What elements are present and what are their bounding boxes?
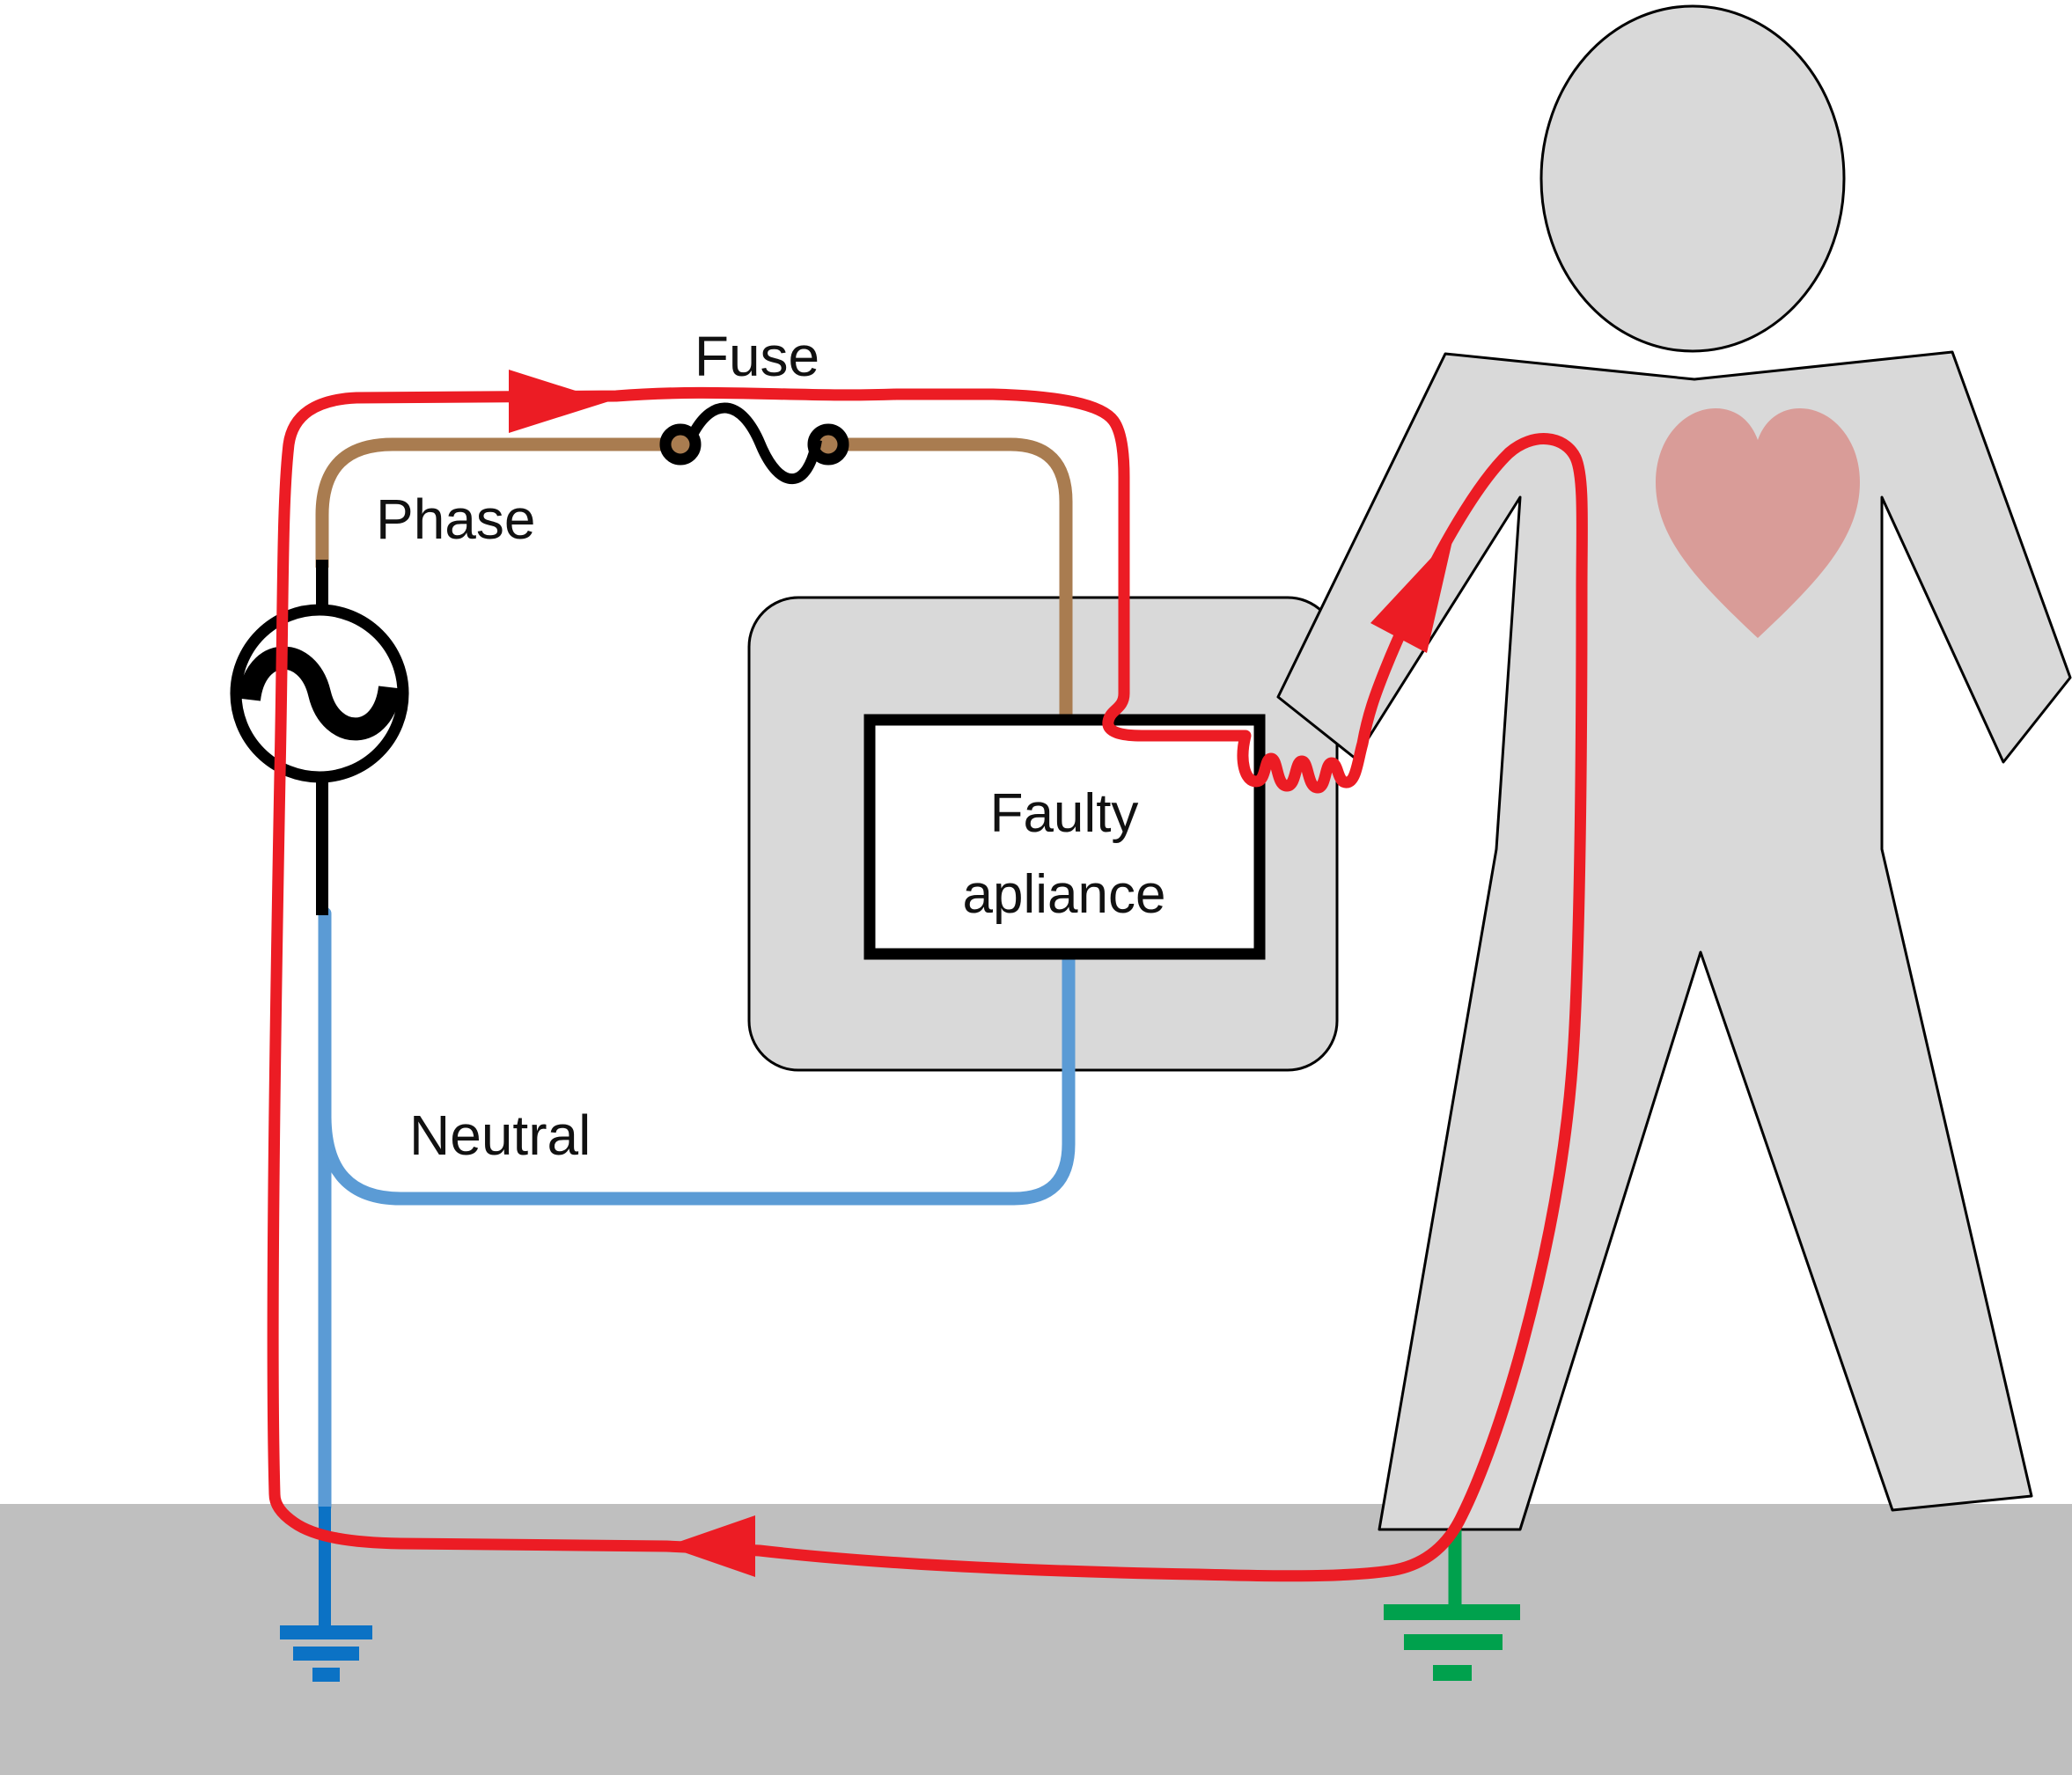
appliance-label-line1: Faulty — [990, 783, 1139, 844]
current-arrow-ground-icon — [666, 1515, 755, 1577]
person-head — [1539, 4, 1846, 353]
appliance-box — [863, 714, 1266, 960]
neutral-wire — [318, 906, 1076, 1514]
appliance-label-line2: apliance — [963, 864, 1166, 925]
neutral-wire-branch — [318, 959, 1076, 1206]
phase-label: Phase — [376, 488, 535, 551]
ac-source-symbol — [230, 560, 409, 915]
fuse-label: Fuse — [694, 325, 819, 388]
fuse-left-terminal-icon — [659, 423, 702, 466]
phase-wire — [315, 437, 1073, 723]
current-arrow-top-icon — [509, 370, 609, 433]
fault-current-path — [267, 386, 1588, 1582]
fuse-symbol — [659, 402, 849, 485]
phase-wire-left-segment — [315, 437, 662, 568]
fuse-element-icon — [688, 402, 822, 485]
heart-icon — [1656, 408, 1860, 638]
ac-sine-wave-icon — [238, 646, 401, 741]
neutral-label: Neutral — [409, 1104, 591, 1167]
person-figure — [1276, 4, 2072, 1531]
earth-ground-left-icon — [280, 1507, 372, 1682]
current-arrow-arm-icon — [1370, 533, 1454, 653]
person-body — [1276, 350, 2072, 1531]
earth-ground-right-icon — [1384, 1528, 1520, 1681]
phase-wire-right-segment — [845, 437, 1073, 723]
